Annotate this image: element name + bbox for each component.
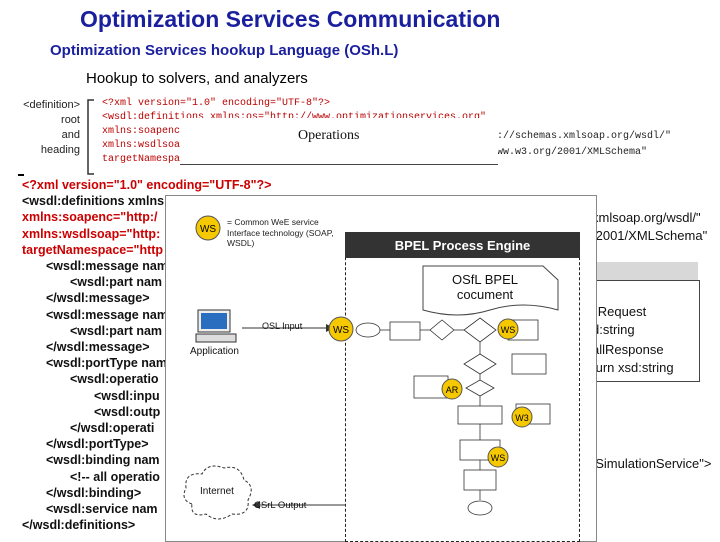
- page-title: Optimization Services Communication: [80, 6, 501, 32]
- side-label-heading: heading: [40, 144, 80, 156]
- side-label-definition: <definition>: [23, 99, 80, 111]
- xml-code-line: <wsdl:outp: [94, 404, 161, 419]
- side-label-and: and: [61, 129, 80, 141]
- xml-code-line: </wsdl:binding>: [46, 485, 142, 500]
- osl-input-label: OSL Input: [262, 321, 303, 331]
- legend-line-1: = Common WeE service: [227, 217, 319, 227]
- legend-ws-badge: WS: [195, 215, 221, 241]
- xml-code-line: <?xml version="1.0" encoding="UTF-8"?>: [22, 178, 272, 192]
- computer-icon: [195, 309, 237, 343]
- right-code-line-2: /2001/XMLSchema": [592, 228, 708, 243]
- internet-label: Internet: [200, 486, 234, 497]
- xml-code-line: </wsdl:portType>: [46, 437, 149, 452]
- xml-code-line: <wsdl:service nam: [46, 502, 158, 517]
- legend-text: = Common WeE service Interface technolog…: [227, 217, 334, 249]
- operations-box: [180, 118, 498, 165]
- side-label-root: root: [61, 114, 80, 126]
- svg-text:WS: WS: [501, 325, 516, 335]
- xml-code-line: </wsdl:message>: [46, 340, 150, 355]
- xml-code-line: </wsdl:definitions>: [22, 518, 136, 533]
- operations-label: Operations: [298, 128, 360, 143]
- ws-badge-lower: WS: [487, 446, 509, 468]
- side-labels: <definition> root and heading: [22, 98, 80, 158]
- right-op-2: d:string: [592, 322, 635, 337]
- svg-text:WS: WS: [491, 453, 506, 463]
- xml-code-line: xmlns:wsdlsoap="http:: [22, 226, 161, 241]
- small-xml-line: <?xml version="1.0" encoding="UTF-8"?>: [102, 98, 331, 109]
- bpel-document-title: OSfL BPEL cocument: [430, 272, 540, 302]
- svg-text:WS: WS: [200, 224, 216, 235]
- right-op-4: turn xsd:string: [592, 360, 674, 375]
- small-xml-line: targetNamespac: [102, 154, 187, 165]
- output-arrow: [252, 501, 346, 509]
- xml-code-line: xmlns:soapenc="http:/: [22, 210, 158, 225]
- ar-badge: AR: [441, 378, 463, 400]
- xml-code-line: <wsdl:binding nam: [46, 453, 160, 468]
- bpel-doc-line-1: OSfL BPEL: [452, 272, 518, 287]
- xml-code-line: <wsdl:inpu: [94, 388, 160, 403]
- xml-code-line: <wsdl:message nam: [46, 307, 168, 322]
- bpel-document-shape: [422, 265, 559, 316]
- xml-code-line: </wsdl:message>: [46, 291, 150, 306]
- big-xml-block: <?xml version="1.0" encoding="UTF-8"?> <w…: [22, 177, 416, 533]
- xml-code-line: <wsdl:part nam: [70, 323, 163, 338]
- w3-badge: W3: [511, 406, 533, 428]
- legend-line-2: Interface technology (SOAP,: [227, 227, 334, 238]
- bpel-engine-title: BPEL Process Engine: [345, 232, 580, 258]
- small-xml-block: <?xml version="1.0" encoding="UTF-8"?> <…: [102, 97, 486, 167]
- small-xml-line: xmlns:wsdlsoap: [102, 140, 187, 151]
- bracket-icon: [87, 99, 94, 175]
- page-subtitle: Optimization Services hookup Language (O…: [50, 42, 399, 59]
- xml-code-line: <wsdl:portType nam: [46, 356, 167, 371]
- hookup-caption: Hookup to solvers, and analyzers: [86, 70, 308, 87]
- right-op-3: allResponse: [592, 342, 664, 357]
- bpel-doc-line-2: cocument: [456, 287, 514, 302]
- dash-mark: [18, 174, 24, 176]
- xml-code-line: </wsdl:operati: [70, 421, 155, 436]
- legend-line-3: WSDL): [227, 238, 255, 248]
- right-service-line: nSimulationService">: [588, 456, 712, 471]
- right-code-line-1: xmlsoap.org/wsdl/": [592, 210, 701, 225]
- ws-badge: WS: [328, 316, 354, 342]
- right-op-1: llRequest: [592, 304, 647, 319]
- flowchart: [355, 317, 551, 516]
- small-xml-frag-2: ww.w3.org/2001/XMLSchema": [497, 147, 648, 158]
- output-label: CSrL Output: [254, 500, 307, 511]
- svg-text:W3: W3: [515, 413, 529, 423]
- small-xml-line: xmlns:soapenc=: [102, 126, 187, 137]
- xml-code-line: <!-- all operatio: [70, 469, 160, 484]
- internet-cloud-icon: [183, 465, 252, 520]
- w2-badge: WS: [497, 318, 519, 340]
- xml-code-line: <wsdl:operatio: [70, 372, 159, 387]
- application-label: Application: [190, 346, 239, 357]
- xml-code-line: <wsdl:part nam: [70, 275, 163, 290]
- xml-code-line: <wsdl:message nam: [46, 259, 168, 274]
- svg-text:AR: AR: [446, 385, 459, 395]
- xml-code-line: targetNamespace="http: [22, 242, 164, 257]
- right-grey-strip: [590, 262, 698, 280]
- svg-text:WS: WS: [333, 325, 349, 336]
- small-xml-frag-1: ://schemas.xmlsoap.org/wsdl/": [497, 131, 672, 142]
- small-xml-line: <wsdl:definitions xmlns:os="http://www.o…: [102, 112, 486, 123]
